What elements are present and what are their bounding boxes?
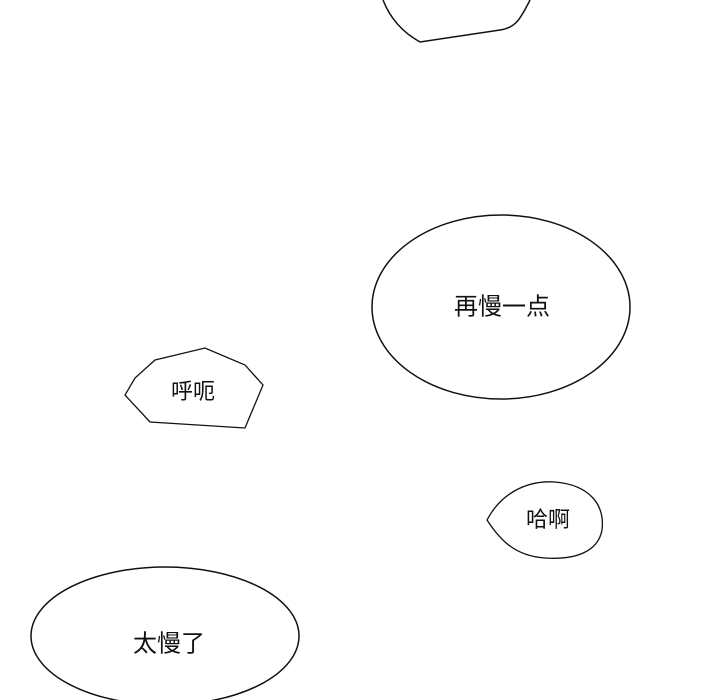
speech-bubble-oval-1	[371, 214, 631, 400]
bubble-text: 呼呃	[170, 380, 216, 405]
bubble-text: 再慢一点	[454, 292, 550, 321]
speech-bubble-top-cut	[382, 0, 531, 43]
bubble-text: 哈啊	[525, 508, 571, 533]
speech-bubble-oval-2	[30, 566, 300, 700]
speech-bubble-jagged-1	[124, 347, 264, 429]
speech-bubble-round-2	[486, 481, 604, 559]
bubble-text: 太慢了	[133, 629, 205, 658]
